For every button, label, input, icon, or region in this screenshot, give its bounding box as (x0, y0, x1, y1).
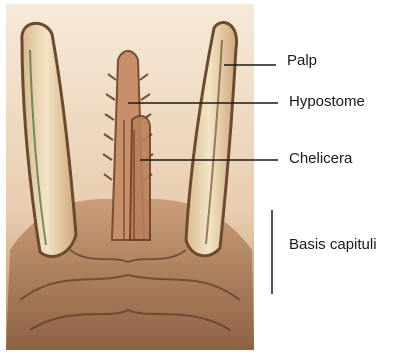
basis-capituli-label: Basis capituli (289, 236, 377, 253)
chelicera-label: Chelicera (289, 150, 352, 167)
hypostome-label: Hypostome (289, 93, 365, 110)
palp-label: Palp (287, 52, 317, 69)
chelicera-shape (130, 116, 150, 240)
